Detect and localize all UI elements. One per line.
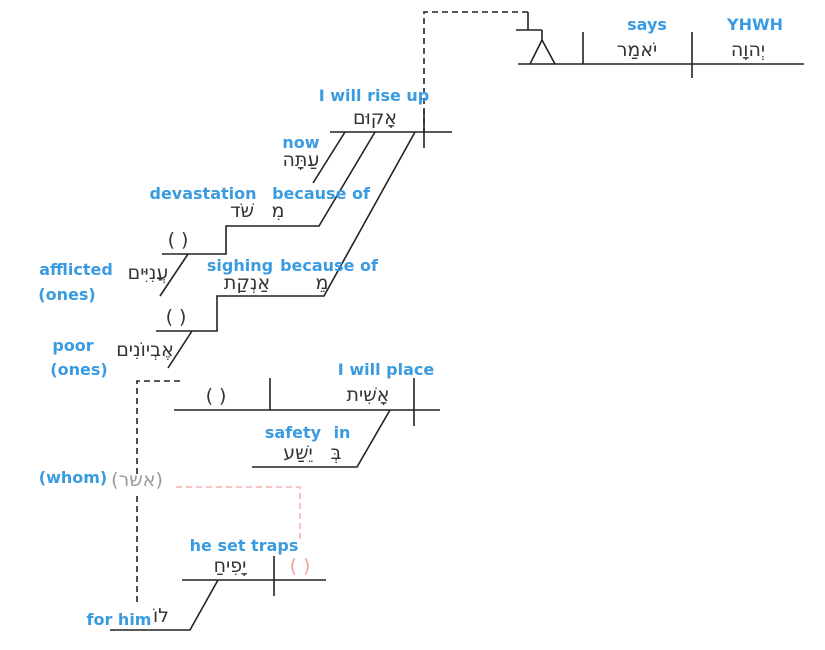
forhim-gloss: for him xyxy=(87,610,152,629)
safety-prep-line xyxy=(252,409,391,468)
says-hebrew: יֹאמַר xyxy=(617,39,658,61)
yhwh-gloss: YHWH xyxy=(726,15,783,34)
whom-hebrew: (אשר) xyxy=(111,469,163,491)
whom-gloss: (whom) xyxy=(39,468,107,487)
main-clause: YHWH יְהוָה says יֹאמַר xyxy=(516,12,804,78)
relative-antecedent-link xyxy=(136,380,180,475)
poor-modifier-line xyxy=(167,330,193,369)
implied-subject-2: ( ) xyxy=(166,306,187,328)
place-clause: ( ) I will place אָשִׁית safety יֵשַׁע i… xyxy=(174,360,440,468)
implied-object: ( ) xyxy=(206,385,227,407)
devastation-hebrew: שֹׁד xyxy=(230,200,254,222)
relative-clause: he set traps יָפִיחַ ( ) for him לוֹ xyxy=(87,536,326,631)
sighing-prep-line xyxy=(156,131,416,332)
relative-clause-link xyxy=(176,486,301,540)
traps-hebrew: יָפִיחַ xyxy=(214,555,248,577)
afflicted-hebrew: עֲנִיִּים xyxy=(128,262,169,284)
quotation-connector xyxy=(423,11,528,132)
now-modifier-line xyxy=(312,131,346,184)
forhim-hebrew: לוֹ xyxy=(153,605,169,627)
poor-gloss-line1: poor xyxy=(52,336,93,355)
forhim-prep-line xyxy=(110,579,219,631)
sighing-hebrew: אַנְקַת xyxy=(224,272,270,294)
afflicted-gloss-line1: afflicted xyxy=(39,260,113,279)
sighing-gloss: sighing xyxy=(207,256,273,275)
yhwh-hebrew: יְהוָה xyxy=(731,39,765,61)
rise-hebrew: אָקוּם xyxy=(353,107,397,129)
safety-gloss: safety xyxy=(265,423,322,442)
because2-hebrew: מֵ xyxy=(316,272,329,294)
now-hebrew: עַתָּה xyxy=(283,149,320,171)
implied-subject-3: ( ) xyxy=(290,555,311,577)
quoted-clause: I will rise up אָקוּם now עַתָּה devasta… xyxy=(38,86,452,379)
quotation-pedestal xyxy=(529,38,556,65)
because1-gloss: because of xyxy=(272,184,371,203)
says-gloss: says xyxy=(627,15,667,34)
afflicted-gloss-line2: (ones) xyxy=(38,285,95,304)
poor-gloss-line2: (ones) xyxy=(50,360,107,379)
implied-subject-1: ( ) xyxy=(168,229,189,251)
rise-gloss: I will rise up xyxy=(319,86,430,105)
because2-gloss: because of xyxy=(280,256,379,275)
in-hebrew: בְּ xyxy=(331,442,342,464)
now-gloss: now xyxy=(282,133,319,152)
afflicted-modifier-line xyxy=(159,253,189,297)
devastation-gloss: devastation xyxy=(149,184,256,203)
in-gloss: in xyxy=(334,423,351,442)
devastation-prep-line xyxy=(162,131,376,255)
traps-gloss: he set traps xyxy=(190,536,299,555)
poor-hebrew: אֶבְיוֹנִים xyxy=(116,339,174,361)
safety-hebrew: יֵשַׁע xyxy=(283,442,313,464)
place-gloss: I will place xyxy=(338,360,435,379)
because1-hebrew: מִ xyxy=(272,200,285,222)
place-hebrew: אָשִׁית xyxy=(347,384,390,406)
